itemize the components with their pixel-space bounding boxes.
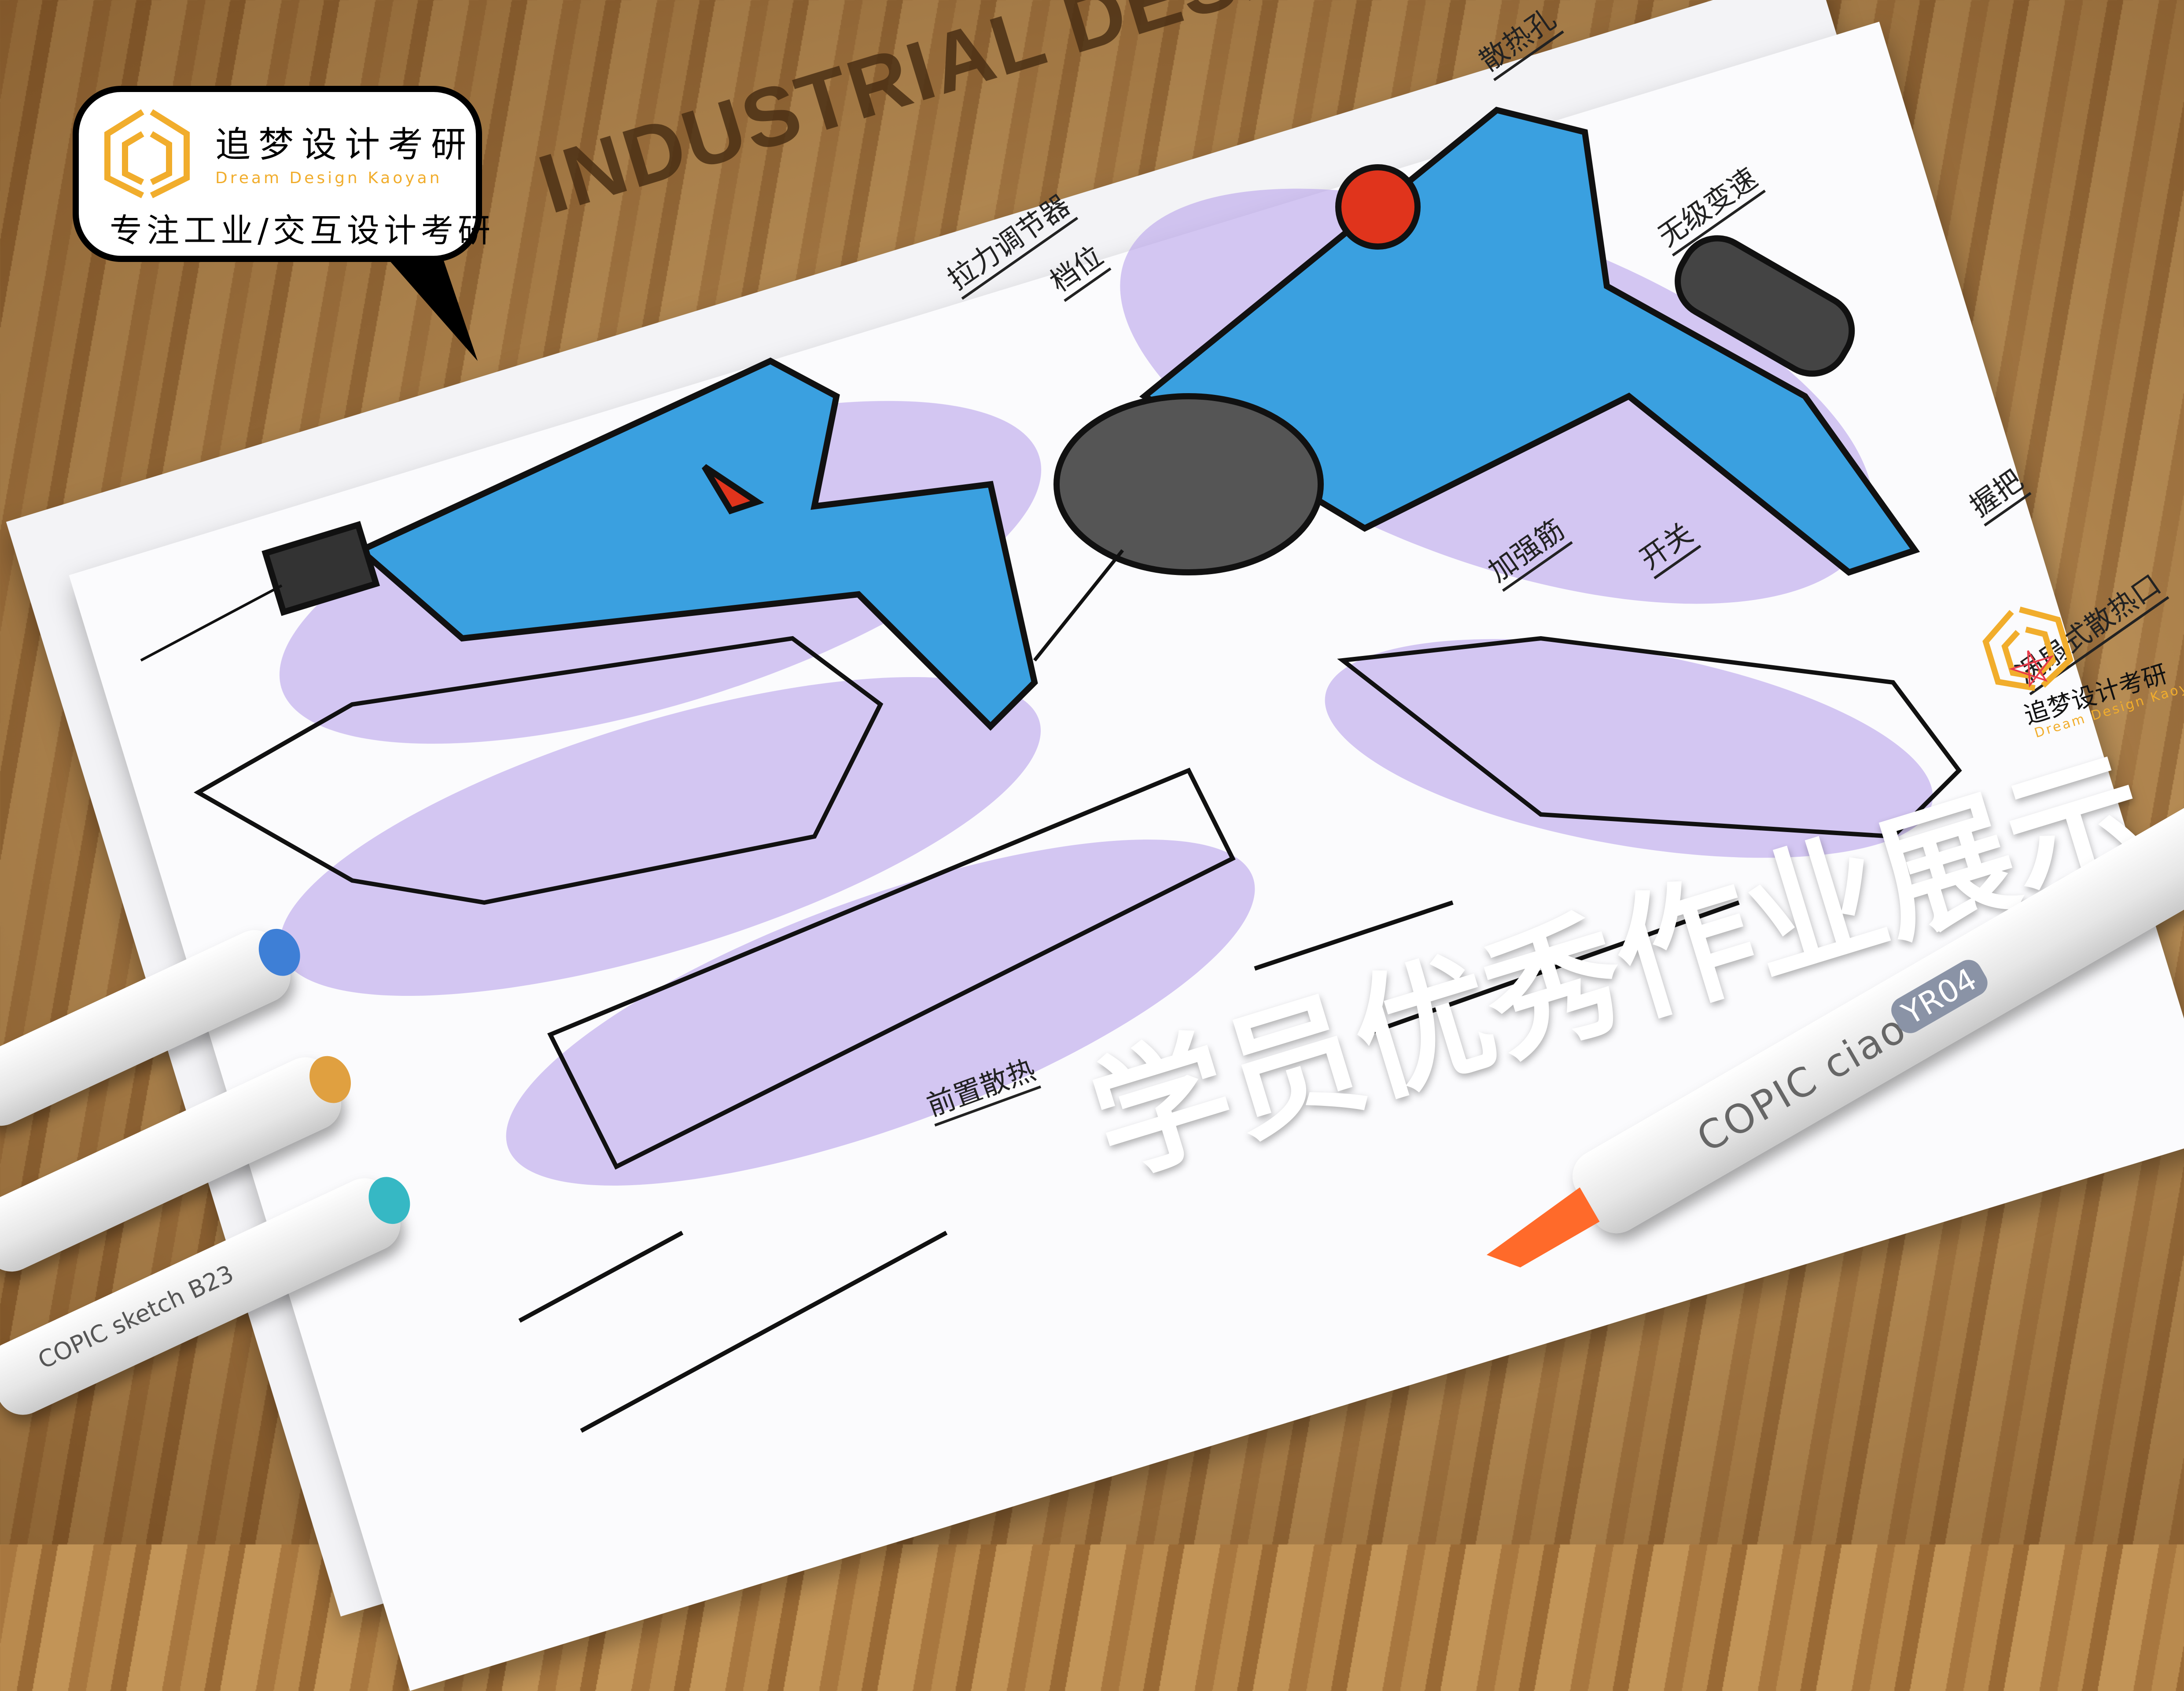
line-sketches [193, 636, 1962, 1433]
drill-sketches [140, 107, 1962, 1433]
brand-stamp: 追梦设计考研 Dream Design Kaoyan [1968, 567, 2184, 789]
speech-bubble: 追梦设计考研 Dream Design Kaoyan 专注工业/交互设计考研 [73, 86, 490, 262]
brand-tagline: 专注工业/交互设计考研 [110, 212, 495, 250]
brand-logo-icon [104, 109, 190, 199]
brand-name-en: Dream Design Kaoyan [215, 169, 442, 187]
blue-drill-left [140, 357, 1038, 731]
stamp-logo-icon [1982, 606, 2074, 691]
blue-drill-right [1033, 107, 1920, 662]
brand-name-cn: 追梦设计考研 [215, 124, 474, 165]
